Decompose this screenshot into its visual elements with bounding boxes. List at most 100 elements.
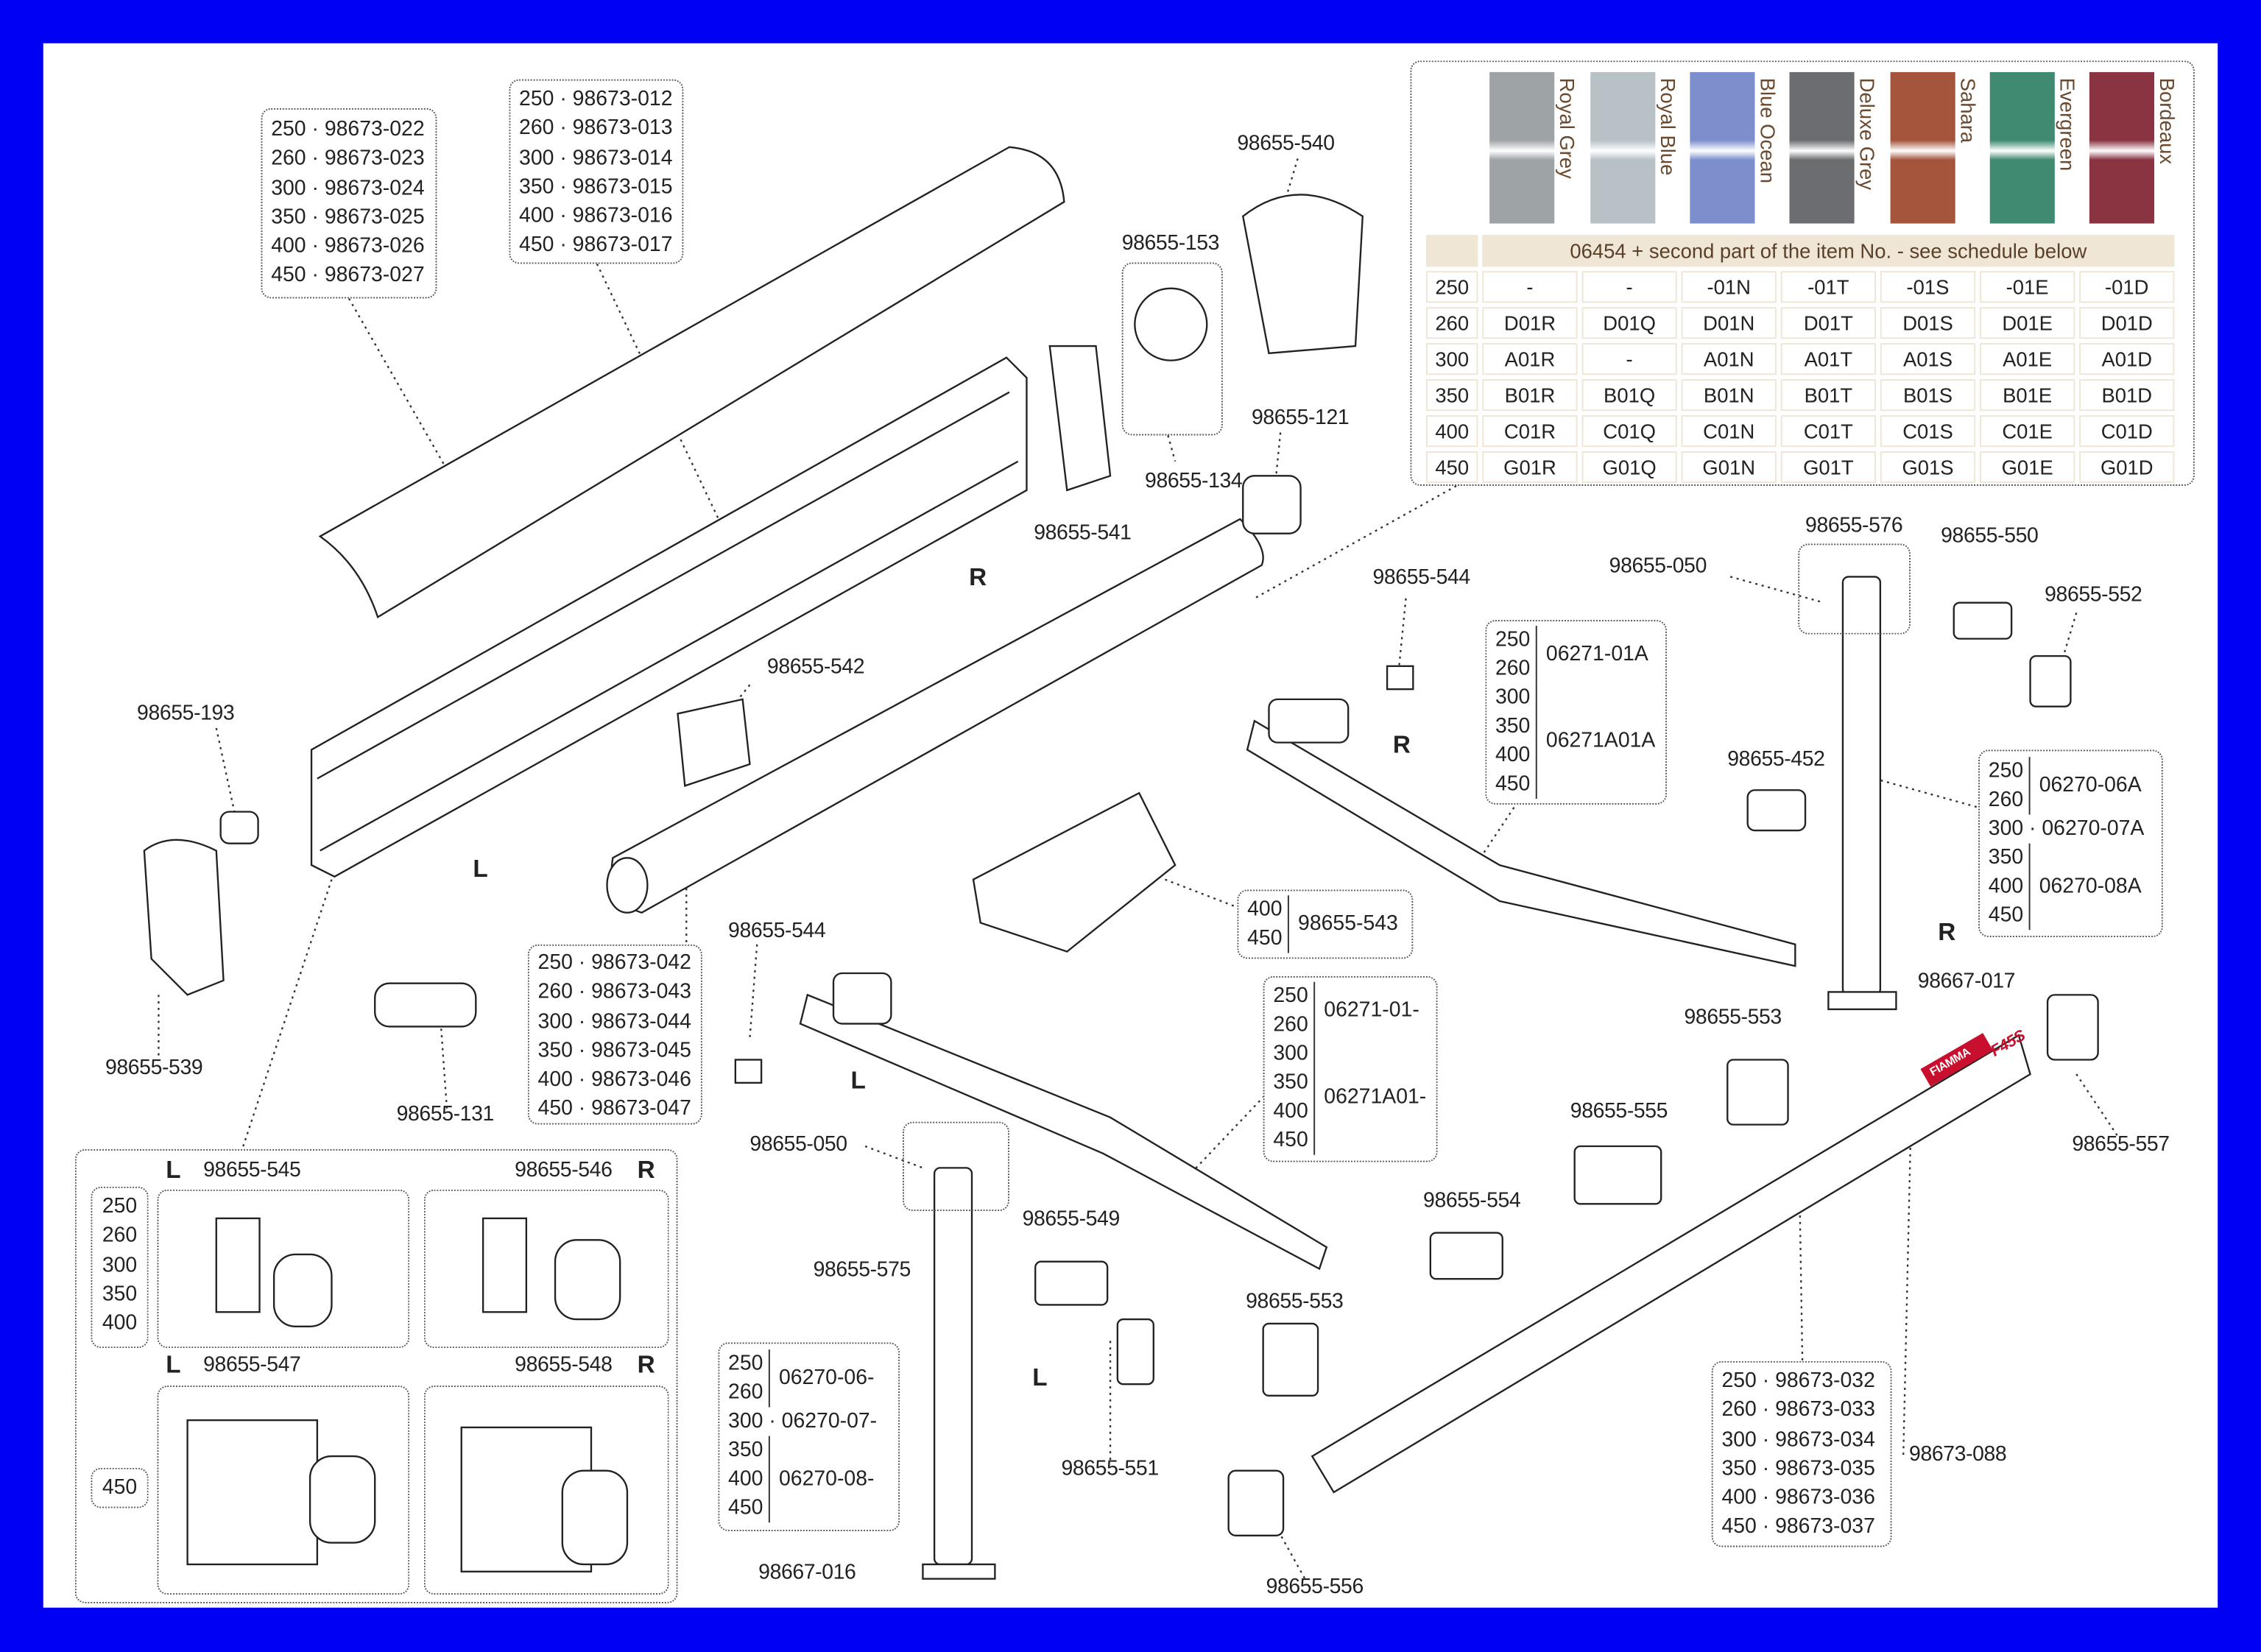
list-item: 400 · 98673-036 xyxy=(1721,1486,1875,1510)
code-cell: - xyxy=(1581,271,1677,303)
part-label: 98667-016 xyxy=(758,1561,856,1585)
code-cell: C01S xyxy=(1880,415,1976,448)
code-cell: G01R xyxy=(1482,451,1578,484)
part-label: 98655-050 xyxy=(1609,555,1707,579)
part-code: 06270-06- xyxy=(778,1366,875,1390)
bracket-kit-548 xyxy=(423,1386,669,1595)
list-item: 250 · 98673-042 xyxy=(537,951,691,975)
front-bar xyxy=(1311,1034,2031,1494)
fabric-name: Royal Blue xyxy=(1657,77,1680,176)
code-cell: A01D xyxy=(2079,343,2175,375)
size-cell: 250 xyxy=(1425,271,1478,303)
left-leg xyxy=(933,1167,973,1566)
list-item: 260 · 98673-033 xyxy=(1721,1399,1875,1422)
size: 300 xyxy=(1495,686,1531,710)
code-cell: C01D xyxy=(2079,415,2175,448)
table-corner xyxy=(1425,235,1478,267)
part-label: 98655-551 xyxy=(1061,1458,1159,1481)
list-item: 250 · 98673-012 xyxy=(519,88,673,111)
fabric-swatch xyxy=(1690,71,1755,224)
size: 300 xyxy=(1273,1042,1308,1066)
size: 400 xyxy=(1273,1100,1308,1123)
part-label: 98655-575 xyxy=(813,1258,911,1282)
bracket-kit-547 xyxy=(157,1386,410,1595)
part-label: 98655-552 xyxy=(2045,584,2142,607)
size: 400 xyxy=(102,1312,138,1335)
size: 350 xyxy=(1495,715,1531,738)
table-header: 06454 + second part of the item No. - se… xyxy=(1482,235,2175,267)
list-item: 450 · 98673-047 xyxy=(537,1098,691,1121)
list-item: 450 · 98673-037 xyxy=(1721,1516,1875,1539)
size: 260 xyxy=(728,1381,763,1405)
size: 250 xyxy=(102,1195,138,1218)
list-item: 450 · 98673-027 xyxy=(271,264,425,288)
code-cell: B01T xyxy=(1780,379,1877,412)
part-label: 98655-553 xyxy=(1246,1290,1344,1314)
part-153-frame xyxy=(1121,262,1223,436)
code-cell: B01R xyxy=(1482,379,1578,412)
part-label: 98667-017 xyxy=(1917,970,2016,994)
part-label: 98655-134 xyxy=(1145,470,1243,493)
bracket-kit-drawings xyxy=(186,1217,629,1572)
code-cell: C01N xyxy=(1681,415,1777,448)
rail-part-list: 250 · 98673-012 260 · 98673-013 300 · 9867… xyxy=(509,79,684,264)
code-cell: A01E xyxy=(1980,343,2075,375)
part-code: 06270-08- xyxy=(778,1468,875,1492)
side-right-marker: R xyxy=(637,1156,655,1184)
size: 450 xyxy=(1988,904,2024,928)
fabric-swatch xyxy=(1989,71,2055,224)
support-assembly xyxy=(972,791,1177,953)
code-cell: B01E xyxy=(1980,379,2075,412)
part-label: 98655-555 xyxy=(1570,1100,1668,1123)
list-item: 300 · 98673-044 xyxy=(537,1010,691,1034)
fabric-swatch xyxy=(2089,71,2154,224)
list-item: 300 · 98673-034 xyxy=(1721,1428,1875,1452)
size: 450 xyxy=(1495,772,1531,797)
code-cell: -01S xyxy=(1880,271,1976,303)
code-cell: G01Q xyxy=(1581,451,1677,484)
size: 350 xyxy=(102,1282,138,1307)
side-left-marker: L xyxy=(850,1067,866,1095)
awning-case xyxy=(310,356,1028,878)
part-label: 98655-544 xyxy=(728,919,826,943)
list-item: 300 · 98673-014 xyxy=(519,146,673,170)
code-cell: D01D xyxy=(2079,307,2175,339)
side-left-marker: L xyxy=(166,1156,181,1184)
fabric-name: Bordeaux xyxy=(2155,77,2179,165)
part-label: 98655-452 xyxy=(1727,748,1825,772)
size: 350 xyxy=(1273,1071,1308,1095)
list-item: 350 · 98673-025 xyxy=(271,205,425,230)
list-item: 450 · 98673-017 xyxy=(519,234,673,258)
list-item: 260 · 98673-023 xyxy=(271,147,425,171)
code-cell: - xyxy=(1482,271,1578,303)
code-cell: A01N xyxy=(1681,343,1777,375)
size: 260 xyxy=(1495,657,1531,681)
fabric-name: Evergreen xyxy=(2056,77,2080,172)
part-code: 06271-01A xyxy=(1545,643,1648,666)
part-label: 98655-557 xyxy=(2072,1133,2170,1157)
part-label: 98655-548 xyxy=(515,1354,613,1377)
code-cell: D01S xyxy=(1880,307,1976,339)
part-label: 98673-088 xyxy=(1909,1443,2007,1466)
code-cell: C01R xyxy=(1482,415,1578,448)
part-label: 98655-549 xyxy=(1022,1208,1121,1232)
side-left-marker: L xyxy=(166,1351,181,1379)
side-left-marker: L xyxy=(473,855,488,883)
part-label: 98655-553 xyxy=(1684,1006,1782,1030)
size: 350 xyxy=(1988,847,2024,870)
fabric-swatch xyxy=(1789,71,1855,224)
list-item: 400 · 98673-016 xyxy=(519,205,673,228)
size: 250 xyxy=(1495,628,1531,652)
part-label: 98655-193 xyxy=(137,702,235,726)
list-item: 260 · 98673-013 xyxy=(519,117,673,141)
part-code: 06271A01- xyxy=(1324,1085,1427,1109)
list-item: 250 · 98673-022 xyxy=(271,118,425,141)
code-cell: A01S xyxy=(1880,343,1976,375)
